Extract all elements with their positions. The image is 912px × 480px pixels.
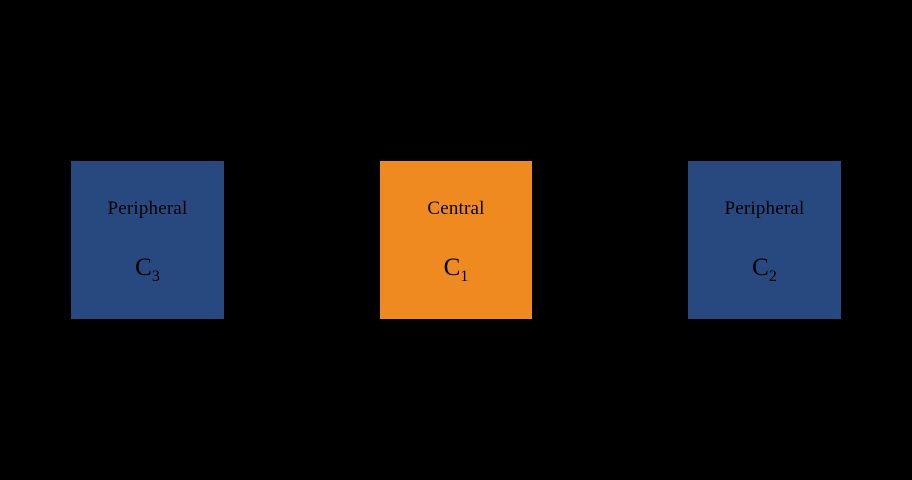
symbol-subscript-c1: 1 [460,268,469,285]
compartment-central-c1[interactable]: Central C1 [380,161,532,319]
compartment-symbol-c1: C1 [444,255,469,285]
compartment-peripheral-c3[interactable]: Peripheral C3 [71,161,224,319]
compartment-symbol-c2: C2 [752,255,777,285]
symbol-base-c1: C [443,254,461,281]
compartment-symbol-c3: C3 [135,255,160,285]
compartment-label-c2: Peripheral [724,198,805,219]
symbol-base-c2: C [752,254,769,281]
compartment-peripheral-c2[interactable]: Peripheral C2 [688,161,841,319]
symbol-subscript-c3: 3 [151,268,160,285]
symbol-subscript-c2: 2 [768,268,777,285]
compartment-label-c3: Peripheral [107,198,188,219]
symbol-base-c3: C [135,254,152,281]
compartment-label-c1: Central [427,198,485,219]
